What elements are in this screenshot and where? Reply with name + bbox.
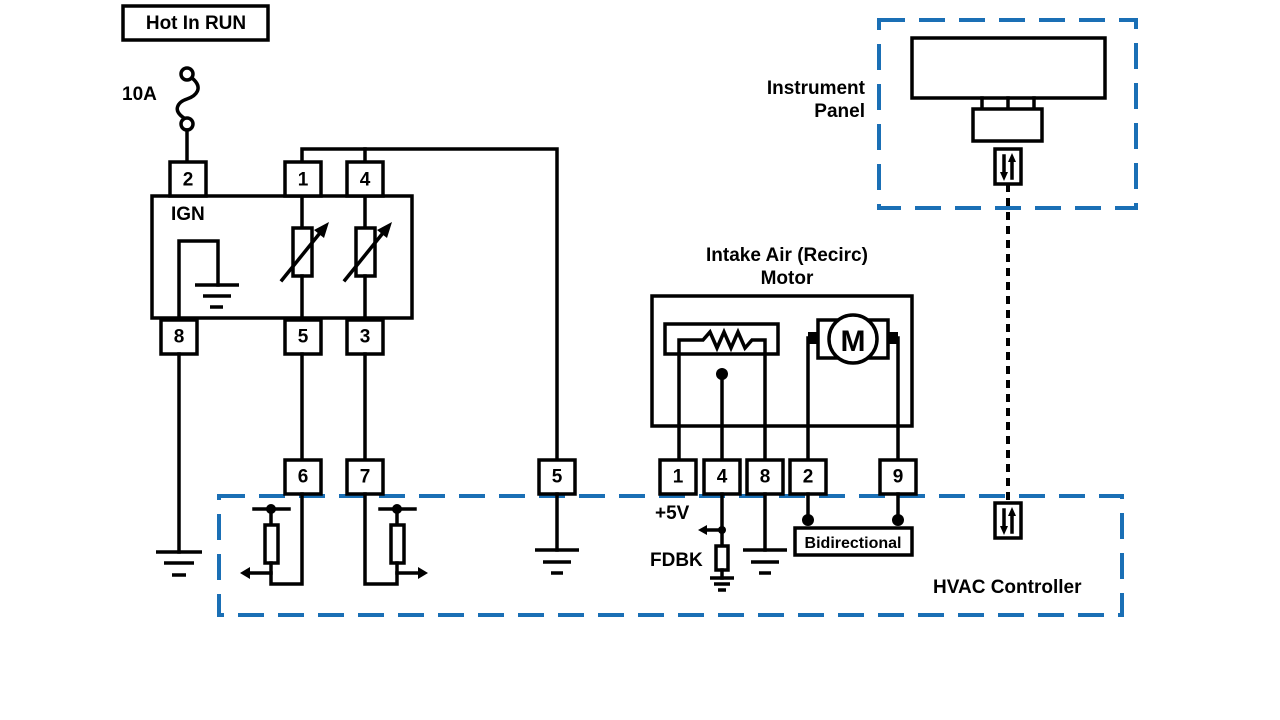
hvac-pin: 5 bbox=[537, 458, 577, 496]
potentiometer-icon bbox=[663, 322, 780, 462]
motor-pin: 4 bbox=[702, 458, 742, 496]
wire-bus bbox=[300, 147, 559, 462]
svg-text:3: 3 bbox=[360, 327, 371, 348]
ign-bottom-pin: 8 bbox=[159, 318, 199, 356]
motor-pin: 8 bbox=[745, 458, 785, 496]
data-link-icon bbox=[993, 147, 1023, 186]
hvac-pin: 7 bbox=[345, 458, 385, 496]
variable-resistor-icon bbox=[342, 194, 392, 320]
instrument-panel-boundary bbox=[877, 18, 1138, 210]
ign-bottom-pin: 3 bbox=[345, 318, 385, 356]
instrument-panel-label: Instrument bbox=[767, 78, 866, 99]
ign-module: IGN bbox=[150, 194, 414, 320]
intake-air-motor-module: M bbox=[650, 294, 914, 462]
pullup-resistor-icon bbox=[240, 492, 304, 586]
plus5v-label: +5V bbox=[655, 503, 690, 524]
svg-text:4: 4 bbox=[360, 170, 371, 191]
fdbk-label: FDBK bbox=[650, 550, 703, 571]
motor-symbol: M bbox=[841, 325, 866, 358]
svg-text:8: 8 bbox=[174, 327, 185, 348]
svg-text:1: 1 bbox=[298, 170, 309, 191]
svg-text:7: 7 bbox=[360, 467, 371, 488]
hvac-controller-boundary bbox=[217, 494, 1124, 617]
svg-text:4: 4 bbox=[717, 467, 728, 488]
svg-text:1: 1 bbox=[673, 467, 684, 488]
motor-pin: 9 bbox=[878, 458, 918, 496]
hot-in-run-box: Hot In RUN bbox=[121, 4, 270, 42]
bidirectional-label: Bidirectional bbox=[805, 535, 902, 552]
ground-icon bbox=[743, 548, 787, 575]
motor-title: Intake Air (Recirc) bbox=[706, 245, 868, 266]
feedback-circuit bbox=[698, 492, 734, 592]
motor-pin: 1 bbox=[658, 458, 698, 496]
motor-pin: 2 bbox=[788, 458, 828, 496]
ign-bottom-pin: 5 bbox=[283, 318, 323, 356]
ground-icon bbox=[535, 548, 579, 575]
ground-icon bbox=[156, 550, 202, 577]
svg-text:2: 2 bbox=[803, 467, 814, 488]
svg-text:8: 8 bbox=[760, 467, 771, 488]
ground-icon bbox=[177, 239, 239, 320]
data-link-icon bbox=[993, 501, 1023, 540]
ign-label: IGN bbox=[171, 204, 205, 225]
motor-icon: M bbox=[806, 313, 900, 462]
svg-text:5: 5 bbox=[552, 467, 563, 488]
hvac-controller-label: HVAC Controller bbox=[933, 577, 1082, 598]
svg-text:5: 5 bbox=[298, 327, 309, 348]
svg-text:6: 6 bbox=[298, 467, 309, 488]
hvac-pin: 6 bbox=[283, 458, 323, 496]
motor-title-line2: Motor bbox=[761, 268, 814, 289]
bidirectional-driver-box: Bidirectional bbox=[793, 526, 914, 557]
pullup-resistor-icon bbox=[363, 492, 428, 586]
ign-top-pin: 4 bbox=[345, 160, 385, 198]
variable-resistor-icon bbox=[279, 194, 329, 320]
svg-text:9: 9 bbox=[893, 467, 904, 488]
hot-in-run-label: Hot In RUN bbox=[146, 13, 246, 34]
instrument-panel-label-line2: Panel bbox=[814, 101, 865, 122]
ign-top-pin: 1 bbox=[283, 160, 323, 198]
ign-top-pin: 2 bbox=[168, 160, 208, 198]
svg-text:2: 2 bbox=[183, 170, 194, 191]
fuse-icon bbox=[175, 66, 200, 164]
instrument-panel-display bbox=[910, 36, 1107, 143]
fuse-rating-label: 10A bbox=[122, 84, 157, 105]
